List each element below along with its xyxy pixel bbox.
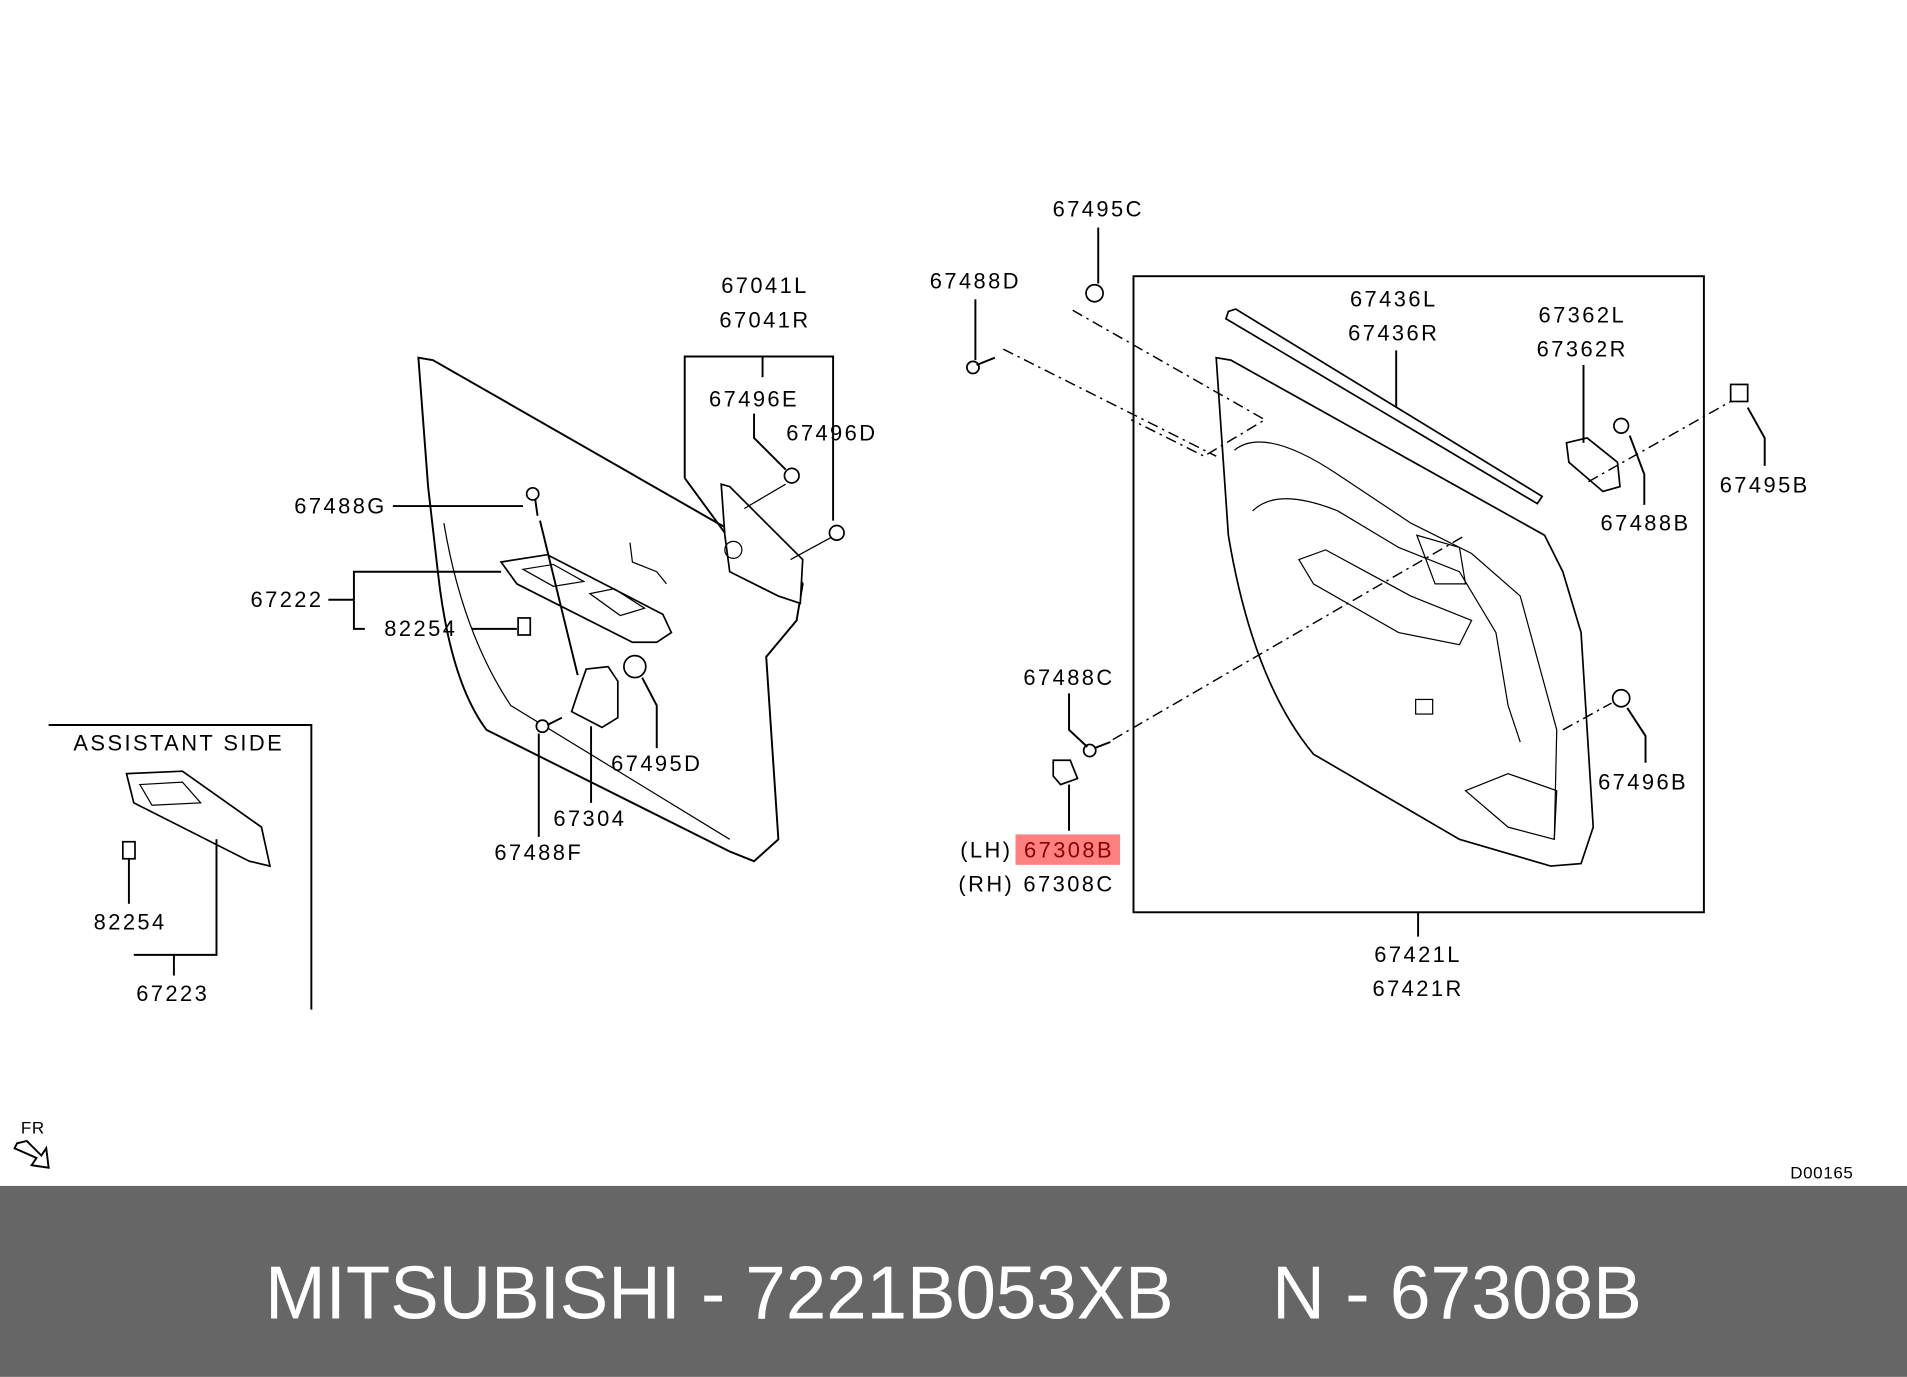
- label-82254-assistant[interactable]: 82254: [94, 909, 167, 934]
- fasteners-left: [525, 467, 845, 734]
- bracket-67304: [570, 665, 619, 729]
- label-67496D[interactable]: 67496D: [786, 420, 877, 445]
- power-window-switch-panel: [499, 553, 673, 644]
- label-67495C[interactable]: 67495C: [1053, 197, 1144, 222]
- label-67362L[interactable]: 67362L: [1538, 302, 1626, 327]
- handle-67362: [1565, 437, 1621, 493]
- label-67488C[interactable]: 67488C: [1023, 665, 1114, 690]
- label-rh-prefix: (RH): [958, 872, 1014, 897]
- weatherstrip-67436: [1224, 308, 1544, 505]
- label-67496E[interactable]: 67496E: [709, 386, 799, 411]
- corner-trim-67041: [720, 483, 804, 605]
- fr-label: FR: [21, 1119, 45, 1138]
- label-67495B[interactable]: 67495B: [1720, 473, 1810, 498]
- label-67308C[interactable]: 67308C: [1023, 872, 1114, 897]
- footer-band: [0, 1185, 1907, 1377]
- label-67488D[interactable]: 67488D: [930, 268, 1021, 293]
- label-67304[interactable]: 67304: [553, 806, 626, 831]
- leader-lines-right: [974, 227, 1766, 831]
- label-67495D[interactable]: 67495D: [611, 751, 702, 776]
- clip-82254: [517, 617, 532, 636]
- front-arrow-icon: [13, 1139, 50, 1169]
- part-labels: 67495C 67488D 67436L 67436R 67362L 67362…: [73, 197, 1810, 1006]
- assistant-side-title: ASSISTANT SIDE: [73, 731, 284, 756]
- label-67421R[interactable]: 67421R: [1372, 976, 1463, 1001]
- label-67041L[interactable]: 67041L: [721, 273, 809, 298]
- label-67436R[interactable]: 67436R: [1348, 321, 1439, 346]
- footer-brand-part-number: MITSUBISHI - 7221B053XB: [265, 1250, 1174, 1334]
- front-direction-indicator: FR: [13, 1119, 50, 1169]
- leader-lines-left: [328, 355, 835, 837]
- fasteners-right: [966, 283, 1749, 786]
- assistant-side-inset: [48, 724, 313, 1010]
- label-67421L[interactable]: 67421L: [1374, 942, 1462, 967]
- footer-catalog-number: N - 67308B: [1272, 1250, 1642, 1334]
- label-67488G[interactable]: 67488G: [294, 493, 386, 518]
- highlight-67308B: [1015, 834, 1121, 865]
- label-67041R[interactable]: 67041R: [719, 307, 810, 332]
- label-82254[interactable]: 82254: [384, 616, 457, 641]
- label-lh-prefix: (LH): [960, 838, 1012, 863]
- label-67362R[interactable]: 67362R: [1537, 336, 1628, 361]
- diagram-code: D00165: [1790, 1164, 1853, 1183]
- label-67308B-highlighted[interactable]: 67308B: [1024, 838, 1114, 863]
- label-67436L[interactable]: 67436L: [1350, 287, 1438, 312]
- label-67223[interactable]: 67223: [136, 981, 209, 1006]
- label-67222[interactable]: 67222: [251, 587, 324, 612]
- label-67496B[interactable]: 67496B: [1598, 769, 1688, 794]
- label-67488F[interactable]: 67488F: [494, 840, 583, 865]
- door-trim-right: [1215, 356, 1595, 867]
- label-67488B[interactable]: 67488B: [1601, 510, 1691, 535]
